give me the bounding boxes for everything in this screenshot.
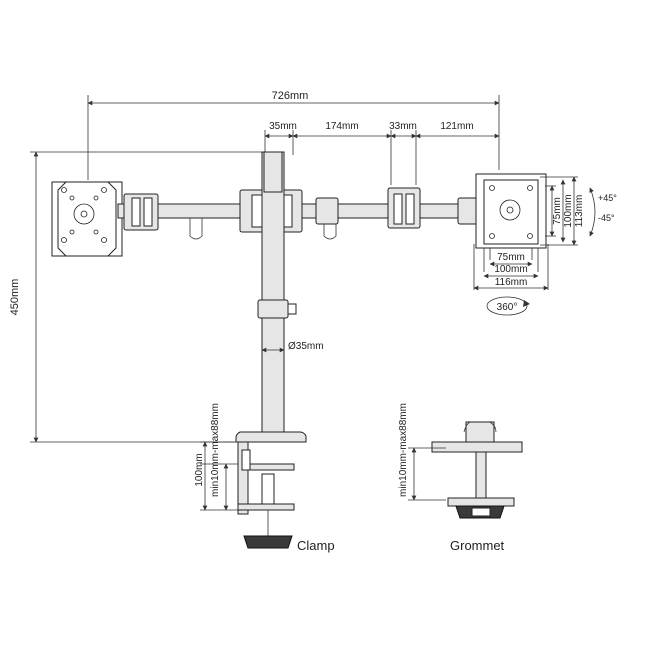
arm-end-label: 121mm: [440, 121, 473, 132]
vesa-75-horizontal-label: 75mm: [497, 252, 525, 263]
tilt-indicator: +45° -45°: [589, 187, 617, 237]
height-label: 450mm: [9, 279, 21, 316]
clamp-depth-label: 100mm: [194, 453, 205, 486]
overall-width-label: 726mm: [272, 90, 309, 102]
right-vesa-plate: [475, 173, 547, 249]
pole-top-label: 35mm: [269, 121, 297, 132]
vesa-75-vertical-label: 75mm: [552, 197, 563, 225]
rotation-label: 360°: [497, 302, 518, 313]
tilt-down-label: -45°: [598, 213, 615, 223]
left-vesa-plate: [51, 181, 123, 257]
grommet-range-label: min10mm-max88mm: [398, 403, 409, 497]
rotation-indicator: 360°: [486, 296, 530, 316]
joint-width-label: 33mm: [389, 121, 417, 132]
pole-diameter-label: Ø35mm: [288, 341, 324, 352]
grommet-label: Grommet: [450, 538, 505, 553]
arm-segment-label: 174mm: [325, 121, 358, 132]
right-arm: [301, 187, 479, 240]
tilt-up-label: +45°: [598, 193, 617, 203]
overall-width-dimension: 726mm: [87, 90, 500, 180]
vesa-dimensions: 75mm 100mm 113mm 75mm 100mm 116mm: [473, 176, 585, 291]
clamp-range-label: min10mm-max88mm: [210, 403, 221, 497]
center-pole: Ø35mm: [257, 151, 324, 443]
clamp-label: Clamp: [297, 538, 335, 553]
grommet: min10mm-max88mm Grommet: [398, 403, 523, 553]
plate-width-label: 116mm: [495, 277, 528, 288]
left-arm: [117, 189, 303, 240]
arm-dimensions: 35mm 174mm 33mm 121mm: [264, 121, 500, 185]
clamp: 100mm min10mm-max88mm Clamp: [194, 403, 335, 553]
vesa-100-horizontal-label: 100mm: [494, 264, 527, 275]
vesa-100-vertical-label: 100mm: [563, 194, 574, 227]
plate-height-label: 113mm: [574, 195, 585, 228]
